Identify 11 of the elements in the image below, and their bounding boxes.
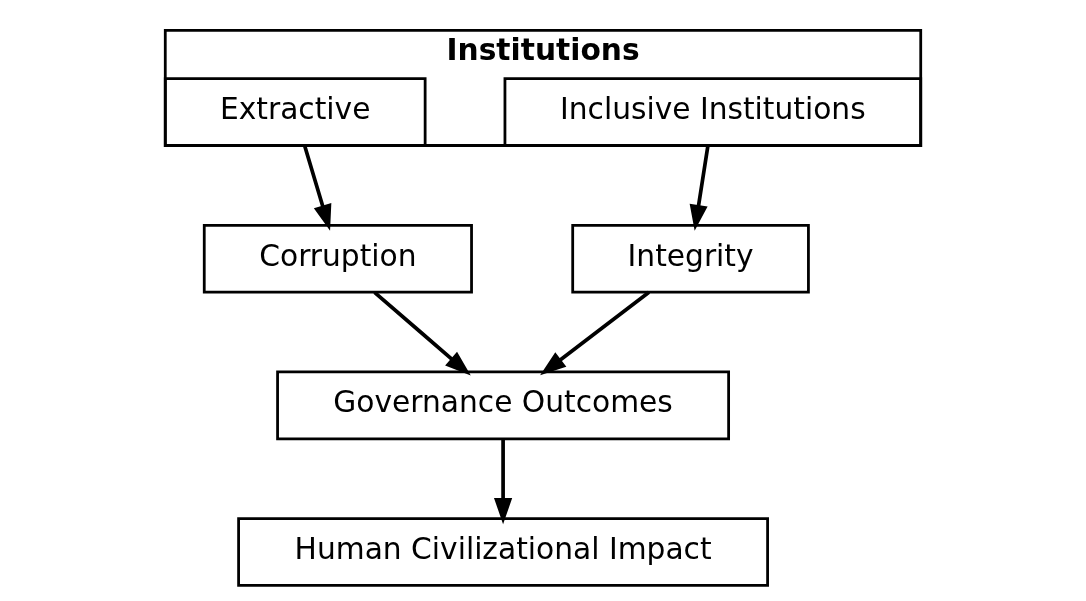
node-box: Corruption xyxy=(202,223,473,294)
arrow xyxy=(302,145,332,231)
arrow xyxy=(494,438,513,525)
arrow xyxy=(373,290,471,376)
arrow xyxy=(689,145,710,231)
arrow xyxy=(540,290,651,376)
node-box: Integrity xyxy=(571,223,810,294)
node-box: Extractive xyxy=(163,77,427,147)
node-box: Governance Outcomes xyxy=(276,370,730,441)
node-box: Inclusive Institutions xyxy=(503,77,923,147)
node-box: Human Civilizational Impact xyxy=(237,517,769,587)
